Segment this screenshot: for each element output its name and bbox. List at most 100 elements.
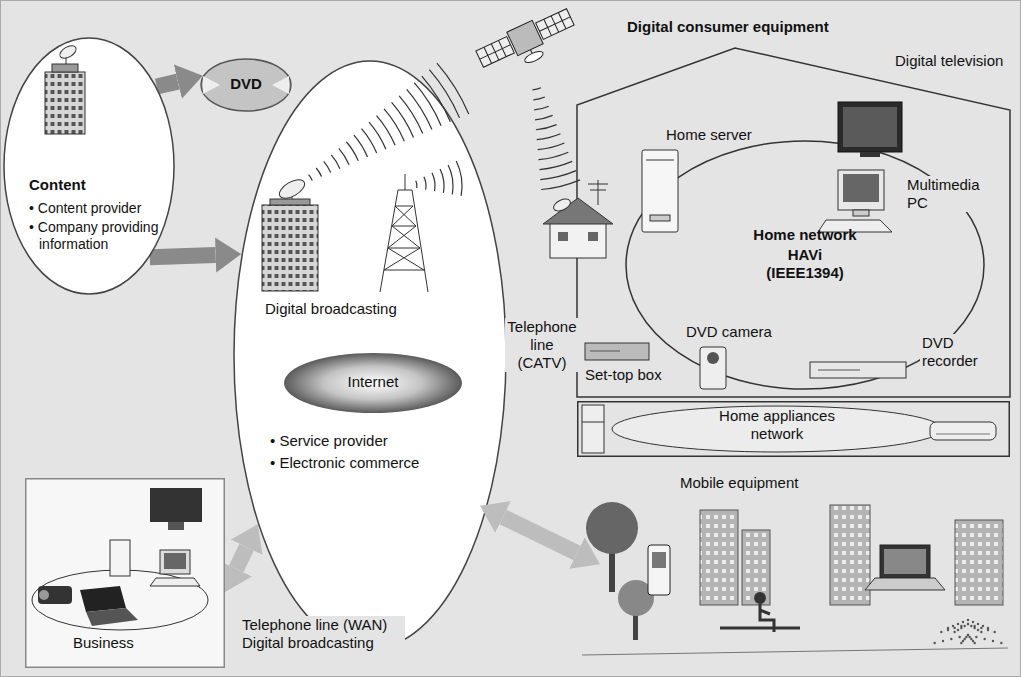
radio-waves	[432, 173, 435, 191]
mobile-scene	[963, 625, 965, 627]
mobile-scene	[987, 627, 989, 629]
digital-television	[843, 107, 897, 147]
house-icon	[550, 222, 606, 258]
connector-arrow	[236, 547, 246, 569]
business-equipment	[32, 488, 208, 630]
air-conditioner	[936, 434, 990, 435]
mobile-scene	[982, 625, 984, 627]
connector-arrow	[157, 82, 178, 87]
device-label: Multimedia PC	[905, 176, 997, 212]
radio-waves	[539, 152, 569, 159]
satellite	[536, 9, 574, 40]
digital-television	[838, 102, 902, 157]
mobile-scene	[963, 638, 965, 640]
mobile-scene	[965, 636, 967, 638]
text-holder: Multimedia PC	[905, 176, 997, 212]
refrigerator	[582, 422, 604, 423]
mobile-scene	[582, 502, 1008, 655]
business-equipment	[150, 578, 200, 586]
mobile-scene	[972, 640, 974, 642]
radio-waves	[407, 89, 432, 129]
dvd-disc	[203, 76, 220, 94]
mobile-scene	[973, 642, 975, 644]
multimedia-pc	[818, 220, 892, 232]
business-equipment	[110, 540, 130, 576]
content-ellipse: Content• Content provider• Company provi…	[3, 37, 175, 295]
text-holder: • Service provider	[270, 432, 480, 450]
node-text: • Electronic commerce	[270, 454, 419, 472]
mobile-scene	[742, 530, 770, 605]
mobile-scene	[983, 638, 985, 640]
radio-waves	[316, 168, 321, 176]
business-equipment	[39, 590, 49, 600]
content-building	[45, 72, 85, 134]
mobile-scene	[967, 623, 969, 625]
text-holder: Content	[29, 176, 169, 194]
mobile-scene	[980, 631, 982, 633]
dvd-disc	[203, 76, 289, 94]
radio-waves	[539, 161, 572, 169]
set-top-box	[585, 343, 649, 360]
digital-television	[860, 152, 880, 157]
mobile-scene	[942, 640, 944, 642]
set-top-box	[585, 343, 649, 360]
business-equipment	[86, 608, 138, 626]
radio-waves	[309, 175, 313, 181]
text-holder: Mobile equipment	[678, 474, 828, 492]
business-equipment	[164, 553, 186, 569]
mobile-scene	[609, 548, 615, 592]
mobile-scene	[968, 636, 970, 638]
device-label: DVD camera	[684, 323, 774, 341]
business-equipment	[80, 586, 126, 612]
mobile-scene	[962, 640, 964, 642]
mobile-scene	[962, 621, 964, 623]
radio-waves	[533, 97, 545, 100]
mobile-scene	[967, 634, 969, 636]
house-outline	[577, 48, 1010, 397]
node-text: • Content provider	[29, 200, 141, 217]
radio-waves	[424, 177, 426, 190]
radio-waves	[536, 125, 557, 130]
radio-waves	[369, 122, 386, 149]
node-title: DVD	[230, 75, 262, 93]
device-label: Set-top box	[583, 366, 664, 384]
mobile-scene	[992, 640, 994, 642]
text-holder: Business	[73, 634, 173, 652]
mobile-scene	[830, 505, 870, 605]
mobile-scene	[884, 549, 926, 574]
mobile-scene	[953, 631, 955, 633]
node-title: Content	[29, 176, 86, 194]
air-conditioner	[930, 422, 996, 440]
broadcast-tower	[380, 174, 428, 292]
text-holder: DVD camera	[684, 323, 784, 341]
home-server	[650, 215, 670, 221]
dvd-camera	[700, 347, 726, 389]
house-icon	[588, 180, 608, 205]
text-holder: Set-top box	[583, 366, 683, 384]
house-icon	[543, 180, 613, 258]
appliance-network-ellipse	[612, 406, 942, 452]
mobile-scene	[957, 629, 959, 631]
mobile-scene	[958, 636, 960, 638]
node-title: Home appliances network	[707, 407, 847, 443]
house-icon	[558, 232, 568, 241]
mobile-scene	[957, 623, 959, 625]
node-text: • Service provider	[270, 432, 388, 450]
broadcast-tower	[380, 190, 428, 292]
air-conditioner	[930, 422, 996, 440]
network-ellipse: Digital broadcasting• Service provider• …	[233, 60, 507, 650]
radio-waves	[535, 115, 553, 119]
radio-waves	[437, 63, 469, 114]
radio-waves	[416, 181, 417, 188]
radio-waves	[399, 96, 423, 134]
text-holder: Digital television	[893, 52, 1015, 70]
broadcast-building	[276, 176, 307, 202]
mobile-scene	[960, 625, 962, 627]
mobile-scene	[977, 623, 979, 625]
broadcast-building	[270, 199, 310, 205]
text-holder: • Content provider	[29, 199, 171, 217]
mobile-scene	[993, 631, 995, 633]
mobile-scene	[582, 648, 1008, 655]
mobile-scene	[950, 638, 952, 640]
content-building	[45, 43, 85, 134]
